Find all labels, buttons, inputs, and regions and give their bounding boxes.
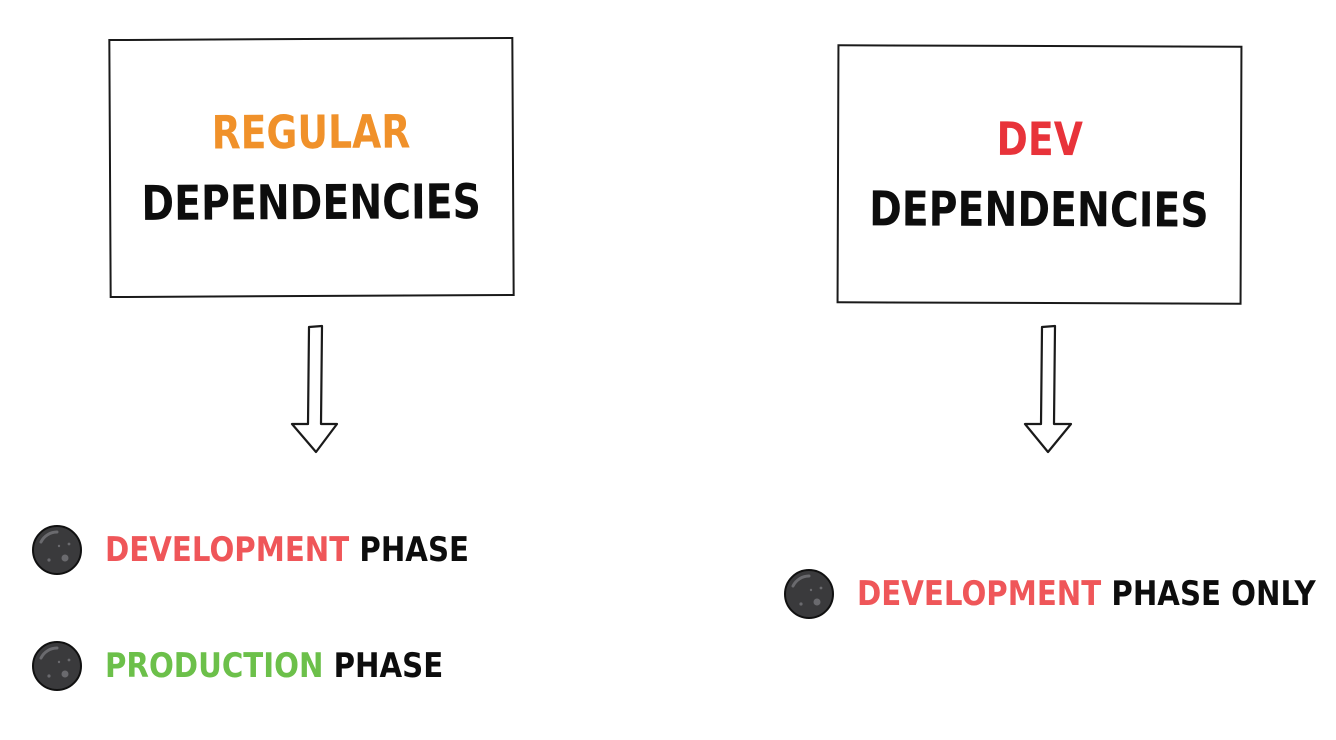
list-item: PRODUCTION PHASE: [31, 640, 498, 692]
list-item: DEVELOPMENT PHASE: [31, 524, 528, 576]
list-item: DEVELOPMENT PHASE ONLY: [783, 568, 1336, 620]
phase-only-words: PHASE ONLY: [1101, 574, 1316, 614]
bullet-text: DEVELOPMENT PHASE ONLY: [857, 577, 1316, 611]
phase-word: PHASE: [349, 530, 469, 570]
regular-dependencies-label: DEPENDENCIES: [141, 173, 482, 232]
dev-dependencies-label: DEPENDENCIES: [869, 180, 1210, 239]
development-word: DEVELOPMENT: [857, 574, 1102, 614]
down-arrow-icon: [1023, 324, 1073, 454]
dev-label: DEV: [996, 111, 1083, 166]
down-arrow-icon: [290, 324, 339, 454]
bullet-text: PRODUCTION PHASE: [105, 649, 443, 683]
regular-label: REGULAR: [211, 103, 411, 160]
production-word: PRODUCTION: [105, 646, 324, 686]
development-word: DEVELOPMENT: [105, 530, 350, 570]
moon-bullet-icon: [784, 569, 834, 619]
phase-word: PHASE: [323, 646, 444, 686]
moon-bullet-icon: [32, 641, 82, 691]
moon-bullet-icon: [32, 525, 82, 575]
regular-dependencies-box: REGULAR DEPENDENCIES: [108, 36, 515, 299]
bullet-text: DEVELOPMENT PHASE: [105, 533, 469, 567]
dev-dependencies-box: DEV DEPENDENCIES: [836, 44, 1243, 305]
